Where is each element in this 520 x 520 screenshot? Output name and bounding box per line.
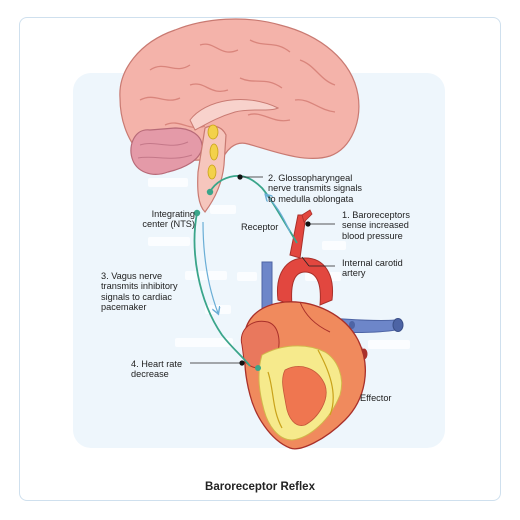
flow-arrow: [266, 195, 291, 233]
label-receptor: Receptor: [241, 222, 279, 232]
brain-illustration: [119, 18, 360, 213]
label-vagus-nerve: 3. Vagus nerve transmits inhibitory sign…: [101, 271, 178, 313]
pointer-dot: [305, 221, 311, 227]
label-effector: Effector: [360, 393, 392, 403]
label-integrating-center: Integrating center (NTS): [142, 209, 195, 230]
pointer-dot: [239, 360, 245, 366]
label-glossopharyngeal: 2. Glossopharyngeal nerve transmits sign…: [268, 173, 362, 204]
pointer-dot: [237, 174, 243, 180]
corpus-callosum: [189, 98, 280, 131]
leader-lines: [190, 176, 335, 364]
heart-illustration: [240, 209, 404, 450]
blank-label-box: [185, 271, 227, 280]
nerve-node: [206, 188, 214, 196]
blank-label-box: [175, 338, 233, 347]
flow-arrow: [202, 221, 218, 313]
blank-label-box: [148, 237, 190, 246]
nerve-node: [193, 209, 201, 217]
blank-label-box: [368, 340, 410, 349]
diagram-title: Baroreceptor Reflex: [205, 481, 315, 493]
blank-label-box: [210, 205, 236, 214]
label-heart-rate: 4. Heart rate decrease: [131, 359, 183, 380]
blank-label-box: [148, 178, 188, 187]
aorta-arch: [276, 257, 334, 306]
vagus-nerve: [193, 212, 251, 367]
blank-label-box: [322, 241, 346, 250]
label-internal-carotid: Internal carotid artery: [342, 258, 403, 279]
blank-label-box: [237, 272, 257, 281]
label-baroreceptors: 1. Baroreceptors sense increased blood p…: [342, 210, 410, 241]
nerve-node: [255, 365, 261, 371]
cerebellum: [130, 127, 203, 175]
